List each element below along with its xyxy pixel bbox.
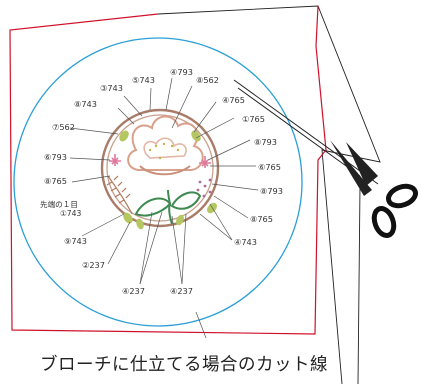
large-flower xyxy=(127,115,204,176)
label-4-743: ④743 xyxy=(234,237,257,247)
label-8-765-r: ⑧765 xyxy=(250,214,273,224)
label-5-743: ⑤743 xyxy=(132,75,155,85)
leader-lines xyxy=(69,77,259,285)
label-8-743: ⑧743 xyxy=(74,99,97,109)
start-note-line1: 先端の１目 xyxy=(40,199,78,209)
small-leaves xyxy=(119,130,217,230)
inner-ring xyxy=(106,114,214,222)
cut-square xyxy=(9,5,327,335)
pink-flowers xyxy=(109,154,211,168)
label-6-793: ⑥793 xyxy=(44,152,67,162)
label-2-237: ②237 xyxy=(82,260,105,270)
label-1-765: ①765 xyxy=(242,114,265,124)
caption: ブローチに仕立てる場合のカット線 xyxy=(40,354,328,375)
outer-ring xyxy=(100,108,220,228)
caption-leader-line xyxy=(195,311,207,339)
start-note-line2: ①743 xyxy=(60,209,81,218)
label-4-237-b: ④237 xyxy=(170,286,193,296)
fabric-outline xyxy=(157,5,381,384)
label-3-743: ③743 xyxy=(100,83,123,93)
label-8-793-r2: ⑧793 xyxy=(260,186,283,196)
label-6-765: ⑥765 xyxy=(258,162,281,172)
label-8-562: ⑧562 xyxy=(196,75,219,85)
fern-branch xyxy=(106,175,133,215)
label-8-793-r: ⑧793 xyxy=(254,137,277,147)
label-4-765: ④765 xyxy=(222,95,245,105)
label-8-765-l: ⑧765 xyxy=(44,176,67,186)
scissors-icon xyxy=(233,79,419,239)
cut-circle xyxy=(13,37,303,327)
label-4-237-a: ④237 xyxy=(122,286,145,296)
label-4-793-top: ④793 xyxy=(170,67,193,77)
label-7-562: ⑦562 xyxy=(52,122,75,132)
fabric-fold-line xyxy=(357,185,361,384)
purple-dots xyxy=(196,178,212,198)
label-9-743: ⑨743 xyxy=(64,236,87,246)
large-leaves xyxy=(134,189,202,225)
